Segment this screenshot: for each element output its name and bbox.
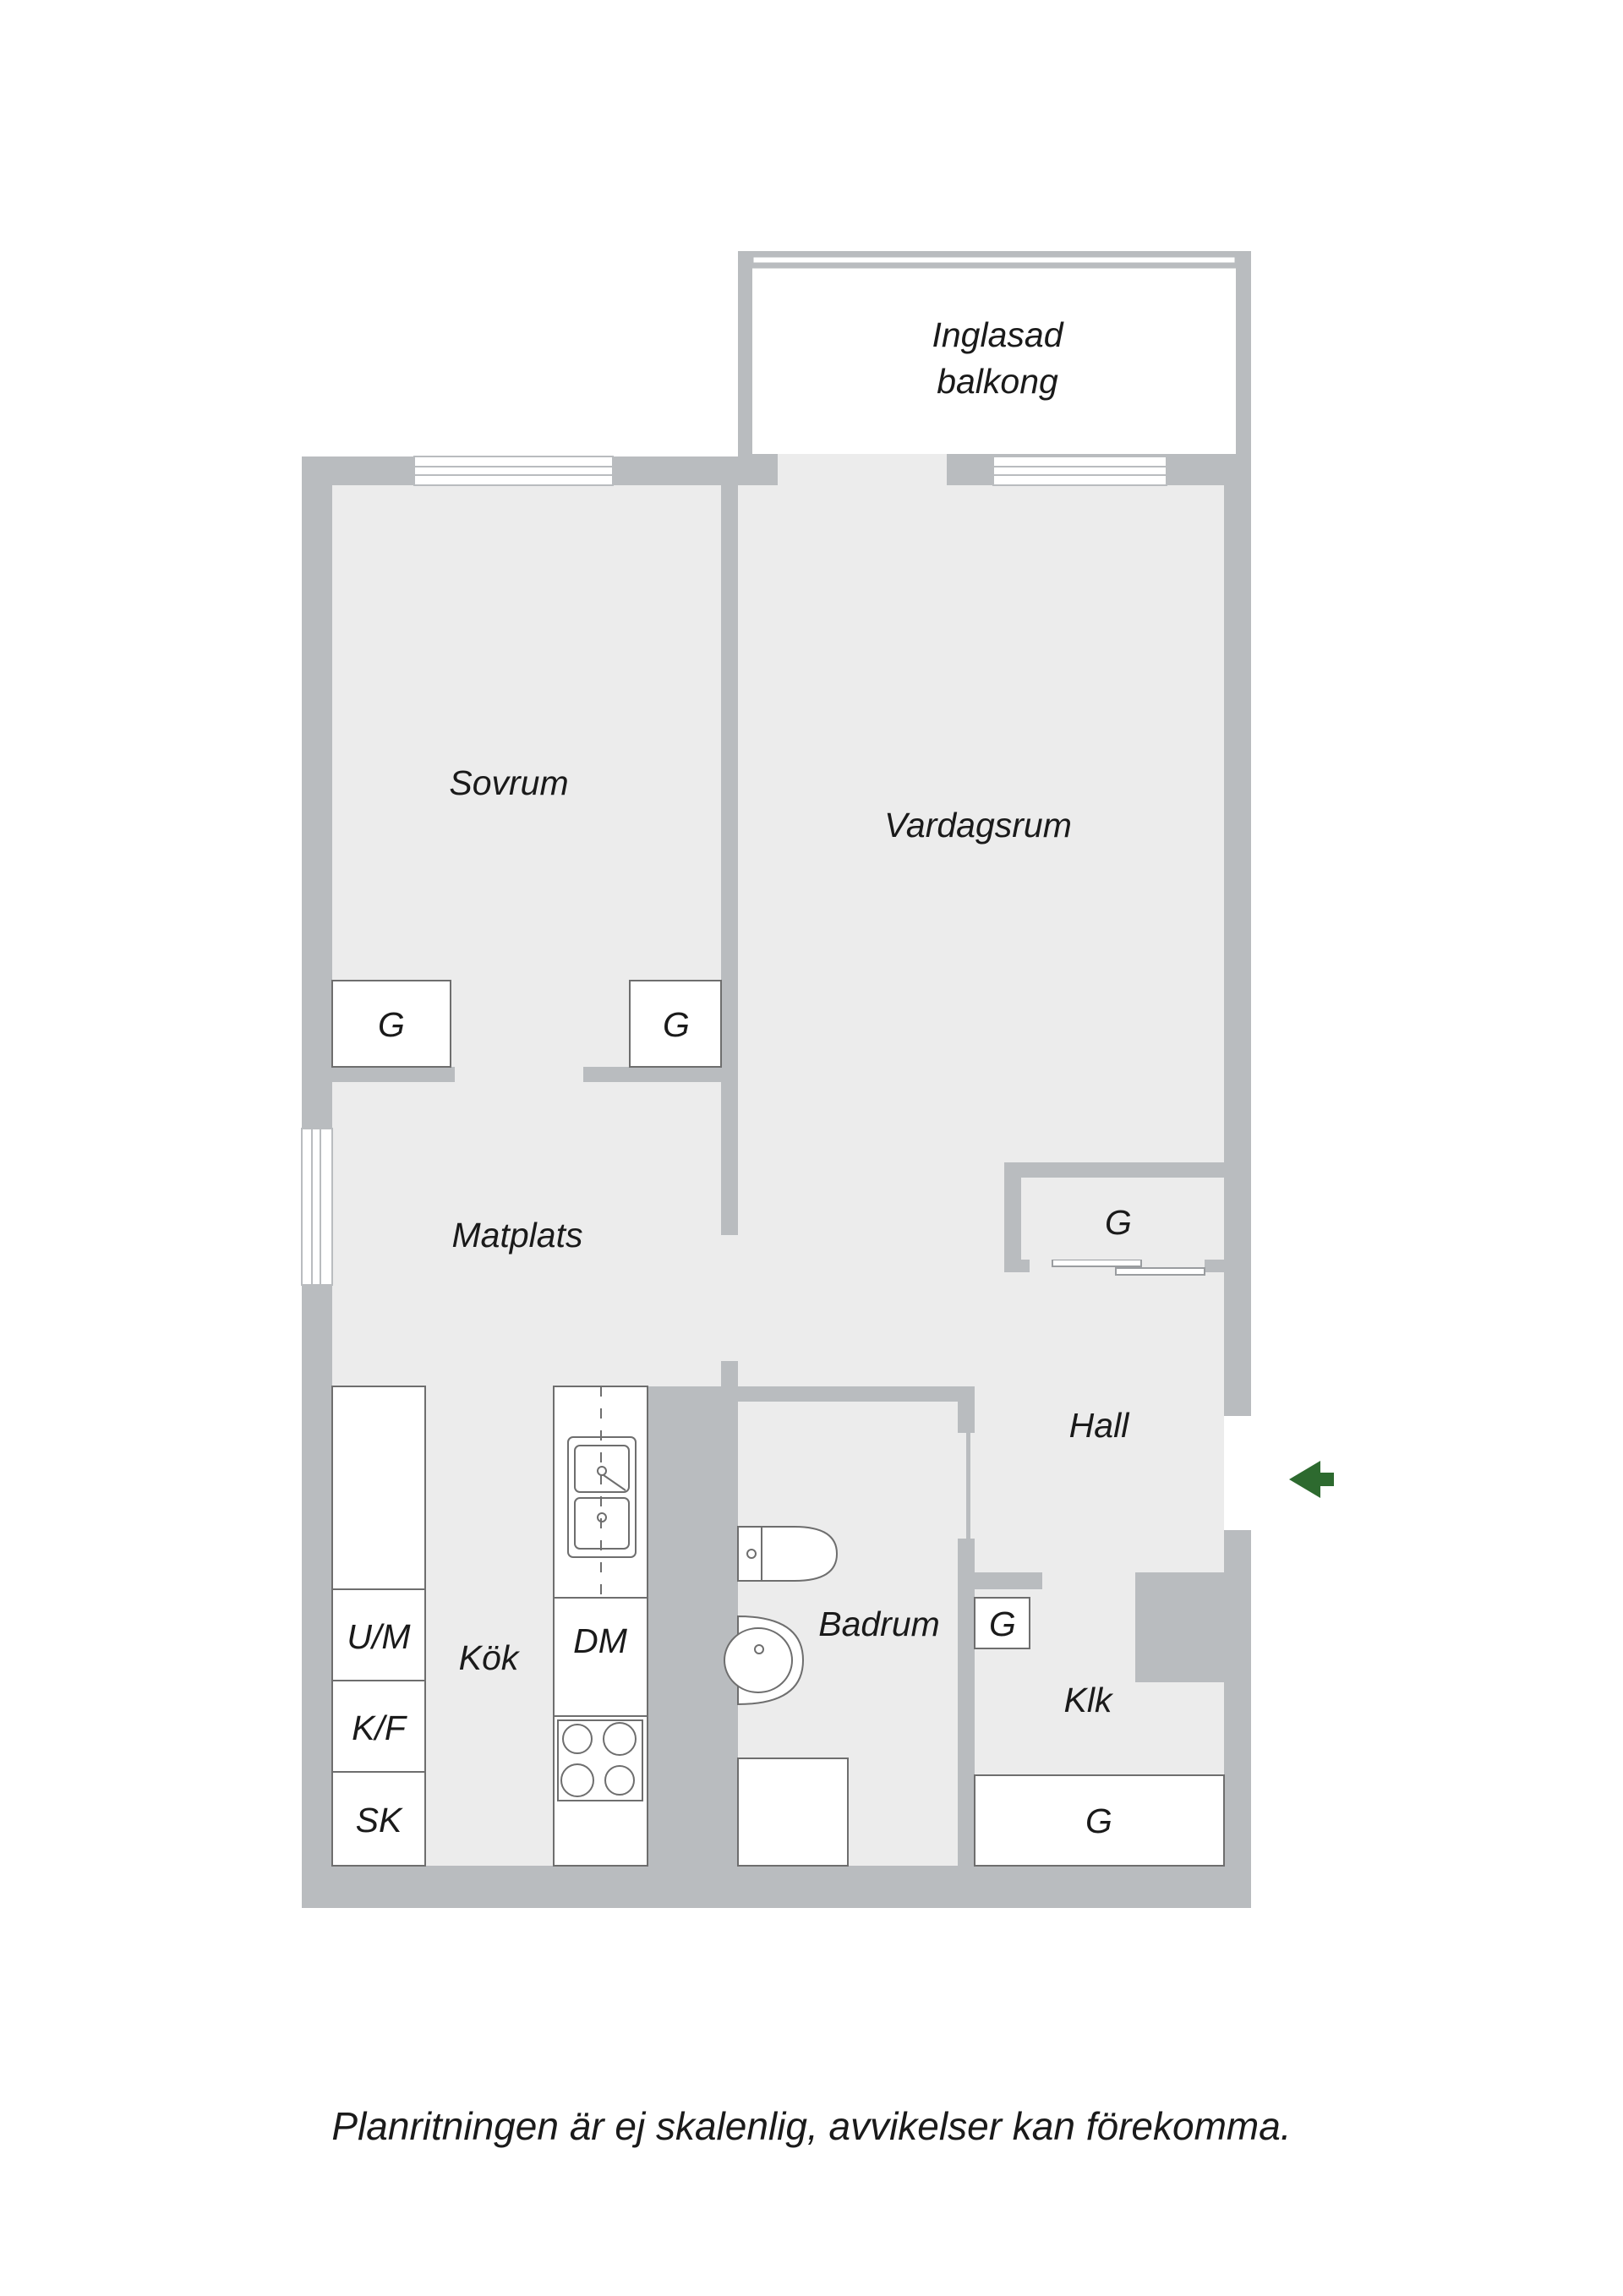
- dining-window: [301, 1128, 333, 1286]
- windows: [301, 456, 1167, 1286]
- balcony-floor: [752, 266, 1236, 454]
- interior-walls: [332, 485, 1251, 1866]
- bedroom-label: Sovrum: [449, 763, 568, 802]
- entrance-opening: [1224, 1416, 1251, 1530]
- bedroom-wardrobe-left: [331, 980, 451, 1068]
- toilet: [737, 1526, 839, 1582]
- living-window: [992, 456, 1167, 486]
- balcony-opening: [778, 454, 947, 485]
- balcony-label-2: balkong: [937, 362, 1058, 401]
- balcony-label-1: Inglasad: [932, 315, 1063, 354]
- kitchen-um: [331, 1588, 426, 1681]
- closet-label: Klk: [1064, 1681, 1114, 1719]
- kitchen-sk: [331, 1771, 426, 1867]
- wardrobe-label-closet-small: G: [989, 1604, 1016, 1643]
- balcony-glazing: [751, 254, 1238, 269]
- sk-label: SK: [356, 1801, 403, 1840]
- hall-floor: [970, 1386, 1224, 1539]
- closet-wardrobe-small: [974, 1597, 1030, 1649]
- closet-wardrobe-large: [974, 1774, 1225, 1867]
- disclaimer-text: Planritningen är ej skalenlig, avvikelse…: [331, 2104, 1292, 2148]
- wardrobe-label-bedroom-left: G: [378, 1005, 405, 1044]
- shower: [737, 1758, 849, 1867]
- kf-label: K/F: [352, 1708, 407, 1747]
- wardrobe-label-hall: G: [1105, 1203, 1132, 1242]
- dm-label: DM: [573, 1621, 628, 1660]
- um-label: U/M: [347, 1617, 411, 1656]
- bedroom-wardrobe-right: [629, 980, 722, 1068]
- kitchen-left-counter: [331, 1386, 426, 1590]
- living-floor: [738, 485, 1224, 1398]
- room-labels: Inglasad balkong Sovrum Vardagsrum Matpl…: [449, 315, 1130, 1719]
- fixture-labels: G G G G G U/M K/F SK DM: [347, 1005, 1132, 1840]
- hall-label: Hall: [1069, 1406, 1131, 1445]
- stove: [557, 1719, 643, 1801]
- kitchen-kf: [331, 1680, 426, 1773]
- hall-wardrobe: [1021, 1178, 1224, 1260]
- entrance-arrow-icon: [1289, 1461, 1334, 1498]
- bathroom-label: Badrum: [818, 1604, 940, 1643]
- living-room-label: Vardagsrum: [884, 806, 1072, 845]
- wardrobe-label-closet-large: G: [1085, 1801, 1112, 1840]
- dining-label: Matplats: [452, 1216, 583, 1255]
- bathroom-fixtures: [724, 1526, 849, 1867]
- bedroom-window: [413, 456, 614, 486]
- wardrobe-label-bedroom-right: G: [663, 1005, 690, 1044]
- kitchen-label: Kök: [459, 1638, 521, 1677]
